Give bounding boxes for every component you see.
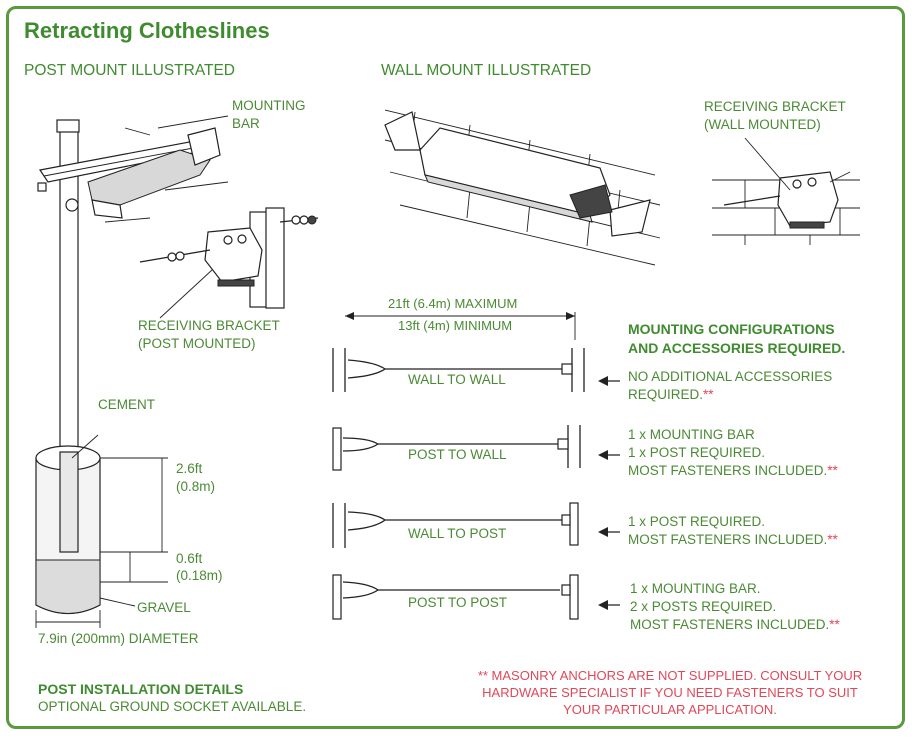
- config-label-wall-to-post: WALL TO POST: [408, 526, 507, 541]
- config-label-post-to-post: POST TO POST: [408, 595, 508, 610]
- config-text-post-to-post-3: MOST FASTENERS INCLUDED.**: [630, 617, 840, 632]
- config-heading: MOUNTING CONFIGURATIONS AND ACCESSORIES …: [628, 320, 845, 358]
- diagram-frame: [6, 6, 905, 729]
- config-label-wall-to-wall: WALL TO WALL: [408, 372, 506, 387]
- masonry-note-line3: YOUR PARTICULAR APPLICATION.: [563, 702, 777, 717]
- wall-mount-heading: WALL MOUNT ILLUSTRATED: [381, 62, 592, 79]
- config-text-wall-to-post-2: MOST FASTENERS INCLUDED.**: [628, 532, 838, 547]
- cement-label: CEMENT: [98, 397, 155, 412]
- config-text-post-to-post-1: 1 x MOUNTING BAR.: [630, 581, 761, 596]
- cement-depth-ft: 2.6ft: [176, 461, 203, 476]
- span-maximum-label: 21ft (6.4m) MAXIMUM: [388, 296, 518, 311]
- span-dimension: [345, 312, 576, 340]
- gravel-depth-m: (0.18m): [176, 568, 223, 583]
- config-text-wall-to-wall-2: REQUIRED.**: [628, 387, 714, 402]
- config-heading-line1: MOUNTING CONFIGURATIONS: [628, 321, 835, 337]
- config-text-post-to-wall-1: 1 x MOUNTING BAR: [628, 427, 755, 442]
- post-bracket-label-line2: (POST MOUNTED): [138, 336, 256, 351]
- masonry-note-line2: HARDWARE SPECIALIST IF YOU NEED FASTENER…: [482, 685, 858, 700]
- wall-mount-illustration: [384, 109, 661, 266]
- config-label-post-to-wall: POST TO WALL: [408, 447, 507, 462]
- masonry-note-line1: ** MASONRY ANCHORS ARE NOT SUPPLIED. CON…: [477, 668, 863, 683]
- gravel-label: GRAVEL: [137, 600, 191, 615]
- config-post-to-wall-schematic: [332, 425, 620, 471]
- receiving-bracket-post-illustration: [139, 207, 319, 319]
- config-text-post-to-wall-3: MOST FASTENERS INCLUDED.**: [628, 463, 838, 478]
- installation-heading: POST INSTALLATION DETAILS: [38, 681, 244, 697]
- mounting-bar-label-line2: BAR: [232, 116, 260, 131]
- config-text-wall-to-wall-1: NO ADDITIONAL ACCESSORIES: [628, 369, 833, 384]
- masonry-note: ** MASONRY ANCHORS ARE NOT SUPPLIED. CON…: [455, 667, 885, 718]
- config-text-post-to-post-2: 2 x POSTS REQUIRED.: [630, 599, 777, 614]
- installation-subtext: OPTIONAL GROUND SOCKET AVAILABLE.: [38, 699, 307, 714]
- config-heading-line2: AND ACCESSORIES REQUIRED.: [628, 340, 846, 356]
- page-title: Retracting Clotheslines: [24, 18, 270, 43]
- gravel-depth-ft: 0.6ft: [176, 551, 203, 566]
- wall-bracket-label-line2: (WALL MOUNTED): [704, 117, 821, 132]
- config-wall-to-post-schematic: [332, 502, 620, 548]
- config-text-post-to-wall-2: 1 x POST REQUIRED.: [628, 445, 766, 460]
- mounting-bar-label-line1: MOUNTING: [232, 98, 306, 113]
- config-post-to-post-schematic: [332, 574, 620, 620]
- config-text-wall-to-post-1: 1 x POST REQUIRED.: [628, 514, 766, 529]
- post-mount-heading: POST MOUNT ILLUSTRATED: [24, 62, 236, 79]
- config-wall-to-wall-schematic: [332, 348, 620, 392]
- cement-depth-m: (0.8m): [176, 479, 216, 494]
- receiving-bracket-wall-illustration: [712, 137, 860, 245]
- post-bracket-label-line1: RECEIVING BRACKET: [138, 318, 280, 333]
- wall-bracket-label-line1: RECEIVING BRACKET: [704, 99, 846, 114]
- span-minimum-label: 13ft (4m) MINIMUM: [398, 318, 513, 333]
- post-mount-illustration: [37, 115, 229, 459]
- post-footing-illustration: [35, 434, 168, 628]
- diameter-label: 7.9in (200mm) DIAMETER: [38, 631, 199, 646]
